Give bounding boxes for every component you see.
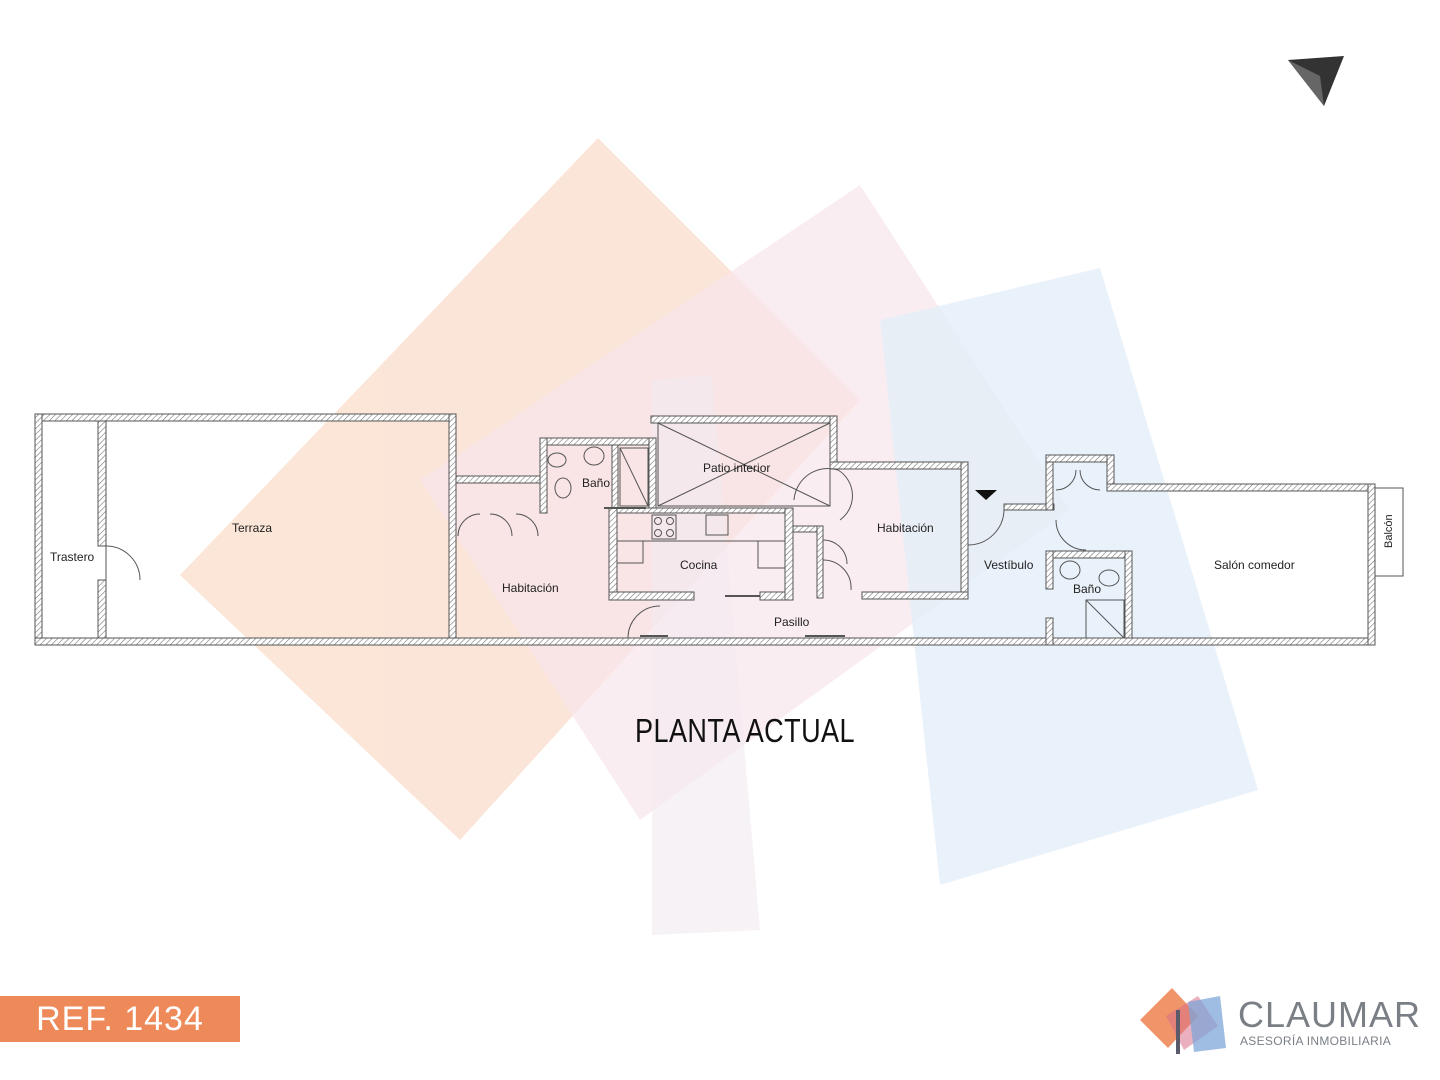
entrance-marker	[975, 490, 997, 500]
watermark	[180, 138, 1258, 935]
fixtures	[105, 422, 1404, 639]
brand-name: CLAUMAR	[1238, 994, 1422, 1035]
reference-badge: REF. 1434	[0, 996, 240, 1042]
room-label-habitacion-2: Habitación	[877, 521, 934, 535]
brand-logo: CLAUMAR ASESORÍA INMOBILIARIA	[1138, 986, 1420, 1056]
room-label-terraza: Terraza	[232, 521, 272, 535]
brand-subtitle: ASESORÍA INMOBILIARIA	[1240, 1034, 1392, 1048]
room-label-bano-1: Baño	[582, 476, 610, 490]
walls	[34, 413, 1376, 646]
room-label-salon: Salón comedor	[1214, 558, 1295, 572]
room-label-bano-2: Baño	[1073, 582, 1101, 596]
room-label-balcon: Balcón	[1383, 514, 1395, 548]
room-label-patio: Patio interior	[703, 461, 770, 475]
room-label-cocina: Cocina	[680, 558, 718, 572]
room-label-trastero: Trastero	[50, 550, 95, 564]
plan-title: PLANTA ACTUAL	[635, 712, 855, 749]
brand-mark-icon	[1140, 988, 1226, 1054]
room-label-pasillo: Pasillo	[774, 615, 810, 629]
room-label-vestibulo: Vestíbulo	[984, 558, 1034, 572]
room-label-habitacion-1: Habitación	[502, 581, 559, 595]
